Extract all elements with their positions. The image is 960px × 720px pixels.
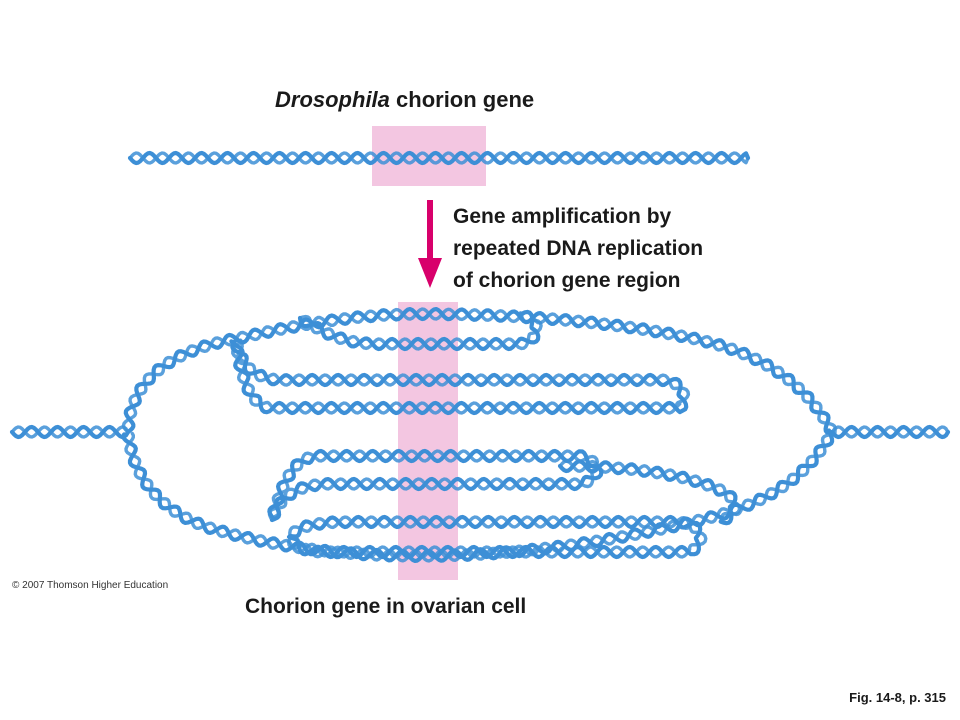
figure-reference: Fig. 14-8, p. 315 <box>849 690 946 705</box>
amplification-label: Gene amplification by repeated DNA repli… <box>453 201 703 297</box>
title-rest: chorion gene <box>389 87 535 112</box>
dna-bubble-inner-top-2-helix <box>297 309 543 352</box>
dna-backbone-strand <box>830 425 950 439</box>
amplification-label-line-1: Gene amplification by <box>453 205 672 228</box>
dna-backbone-strand <box>829 424 951 440</box>
amplification-arrow <box>418 200 442 288</box>
dna-flank-right-helix <box>829 424 951 440</box>
dna-backbone-strand <box>286 514 703 560</box>
ovarian-cell-caption: Chorion gene in ovarian cell <box>245 595 527 618</box>
amplified-dna-structure <box>9 307 951 563</box>
species-name: Drosophila <box>275 87 390 112</box>
dna-backbone-strand <box>9 424 131 440</box>
gene-region-highlights <box>372 126 486 580</box>
dna-backbone-strand <box>287 515 708 559</box>
diagram-title: Drosophila chorion gene <box>275 85 534 115</box>
dna-backbone-strand <box>231 338 691 415</box>
dna-backbone-strand <box>557 459 738 526</box>
dna-backbone-strand <box>10 425 130 439</box>
dna-strand-top-helix <box>127 150 751 166</box>
dna-backbone-strand <box>229 337 689 416</box>
dna-bubble-inner-top-helix <box>229 337 691 416</box>
dna-backbone-strand <box>121 307 835 563</box>
dna-bubble-inner-right-helix <box>557 459 742 526</box>
dna-backbone-strand <box>298 311 543 351</box>
dna-flank-left-helix <box>9 424 131 440</box>
dna-backbone-strand <box>127 150 751 166</box>
copyright-notice: © 2007 Thomson Higher Education <box>12 580 169 591</box>
dna-bubble-inner-bottom-2-helix <box>286 514 708 560</box>
dna-backbone-strand <box>297 309 541 352</box>
amplification-label-line-3: of chorion gene region <box>453 269 681 292</box>
amplification-label-line-2: repeated DNA replication <box>453 237 704 260</box>
